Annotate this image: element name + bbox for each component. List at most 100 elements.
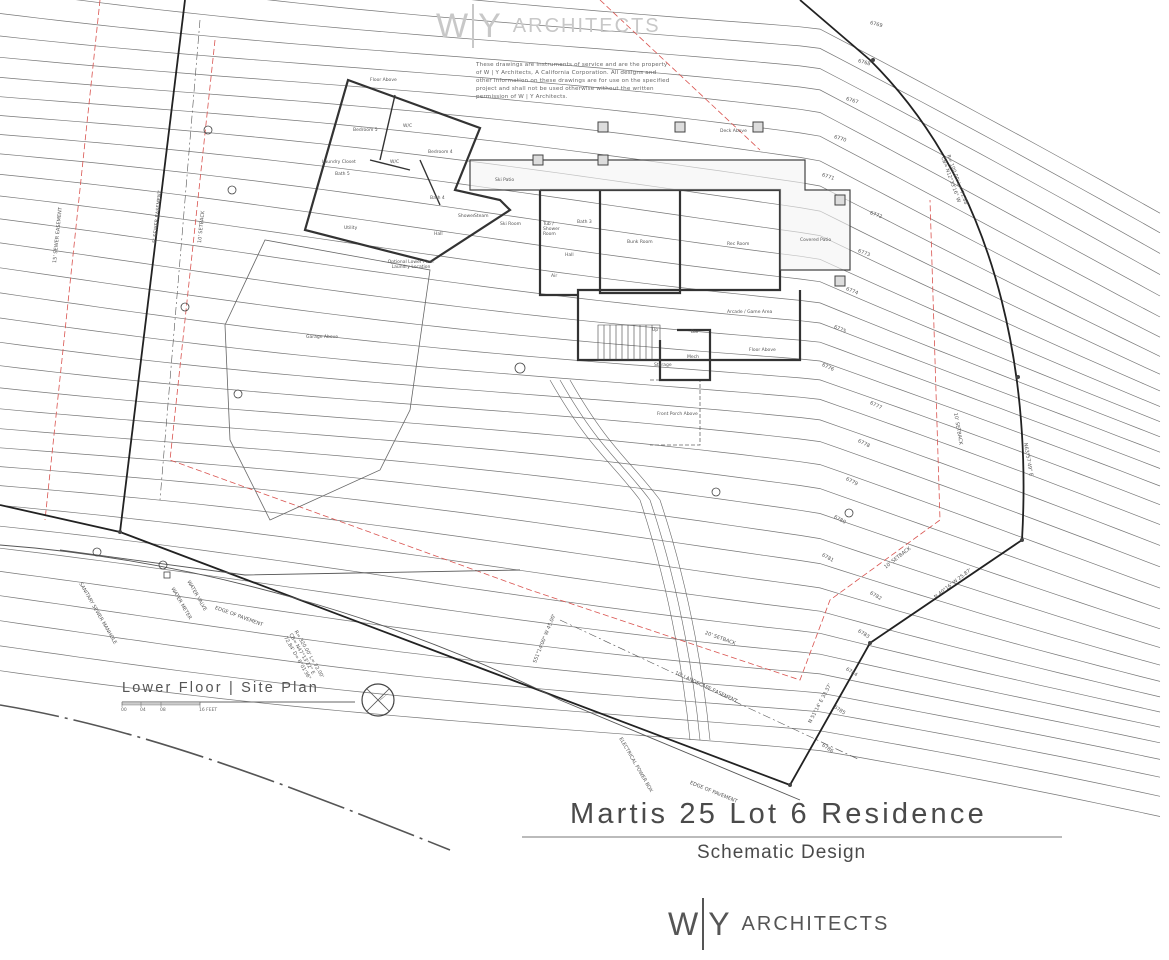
contour-line bbox=[471, 0, 1161, 214]
contour-line bbox=[0, 153, 1161, 407]
logo-letter-y: Y bbox=[708, 905, 730, 942]
contour-line bbox=[75, 0, 1161, 254]
topographic-contours bbox=[0, 0, 1161, 817]
room-label: Bunk Room bbox=[627, 240, 653, 245]
room-label: Bath 4 bbox=[430, 196, 445, 201]
project-phase: Schematic Design bbox=[697, 842, 867, 863]
contour-line bbox=[0, 620, 1161, 778]
garage-above-outline bbox=[224, 239, 701, 521]
plan-title: Lower Floor | Site Plan bbox=[122, 680, 320, 696]
room-label: Utility bbox=[344, 226, 358, 231]
contour-line bbox=[0, 408, 1161, 610]
project-title: Martis 25 Lot 6 Residence bbox=[570, 798, 987, 830]
room-label: Optional Lower Floor Laundry Location bbox=[387, 260, 435, 270]
contour-line bbox=[0, 365, 1161, 568]
contour-line bbox=[0, 525, 1161, 713]
room-label: Steam bbox=[474, 214, 489, 219]
scale-tick-label: 00 bbox=[121, 708, 127, 713]
contour-line bbox=[0, 466, 1161, 666]
contour-line bbox=[0, 77, 1161, 338]
logo-divider bbox=[702, 898, 705, 950]
easement-lines bbox=[159, 19, 861, 761]
room-label: W/C bbox=[403, 124, 413, 129]
contour-line bbox=[266, 0, 1161, 234]
room-label: Rec Room bbox=[727, 242, 750, 247]
disclaimer-text: These drawings are instruments of servic… bbox=[476, 62, 670, 100]
room-label: Hall bbox=[565, 253, 574, 258]
contour-line bbox=[0, 317, 1161, 525]
setback-sewer-15 bbox=[44, 0, 101, 521]
contour-line bbox=[0, 218, 1161, 453]
firm-logo: W Y ARCHITECTS bbox=[668, 898, 889, 950]
setback-top bbox=[599, 0, 761, 151]
contour-line bbox=[0, 571, 1161, 744]
room-label: Shower bbox=[458, 214, 475, 219]
room-label: Bedroom 5 bbox=[353, 128, 378, 133]
property-line-right bbox=[789, 0, 1025, 786]
room-label: Hall bbox=[434, 232, 443, 237]
contour-line bbox=[0, 670, 1161, 817]
columns bbox=[532, 121, 846, 287]
contour-line bbox=[0, 428, 1161, 630]
room-label: Bar bbox=[691, 330, 699, 335]
patio-outline bbox=[469, 159, 851, 271]
contour-line bbox=[0, 242, 1161, 469]
logo-letter-w: W bbox=[668, 905, 699, 942]
room-label: Garage Above bbox=[306, 335, 339, 340]
contour-line bbox=[0, 547, 1161, 728]
room-label: Mech bbox=[687, 355, 699, 360]
contour-line bbox=[0, 267, 1161, 487]
logo-divider bbox=[472, 4, 475, 48]
contour-line bbox=[0, 35, 1161, 297]
room-label: Deck Above bbox=[720, 129, 747, 134]
logo-letter-y: Y bbox=[478, 6, 501, 45]
utility-markers bbox=[92, 125, 854, 579]
watermark-logo: W Y ARCHITECTS bbox=[436, 4, 661, 48]
contour-line bbox=[0, 485, 1161, 682]
room-label: Front Porch Above bbox=[657, 412, 698, 417]
property-line-left bbox=[119, 0, 186, 533]
scale-tick-label: 16 FEET bbox=[199, 708, 218, 713]
bedroom-wing-walls bbox=[303, 78, 512, 264]
room-label: Ski Room bbox=[500, 222, 521, 227]
stair bbox=[597, 324, 661, 361]
room-label: Ski Patio bbox=[495, 178, 515, 183]
logo-firm-name: ARCHITECTS bbox=[741, 912, 890, 935]
contour-line bbox=[0, 13, 1161, 275]
room-label: Bath 5 bbox=[335, 172, 350, 177]
room-label: Bath 3 bbox=[577, 220, 592, 225]
scale-tick-label: 04 bbox=[140, 708, 146, 713]
room-label: Floor Above bbox=[370, 78, 397, 83]
contour-line bbox=[0, 56, 1161, 318]
north-arrow-icon bbox=[361, 683, 395, 717]
logo-letter-w: W bbox=[436, 6, 469, 45]
room-label: Arcade / Game Area bbox=[727, 310, 773, 315]
property-line-front bbox=[0, 504, 791, 786]
room-label: Bedroom 4 bbox=[428, 150, 453, 155]
room-label: Covered Patio bbox=[800, 238, 832, 243]
setback-lines bbox=[44, 0, 941, 681]
contour-line bbox=[0, 174, 1161, 423]
contour-line bbox=[0, 447, 1161, 648]
room-label: Storage bbox=[654, 363, 672, 368]
scale-bar bbox=[121, 701, 355, 707]
scale-tick-label: 08 bbox=[160, 708, 166, 713]
room-label: Up bbox=[652, 328, 659, 333]
contour-line bbox=[0, 134, 1161, 392]
contour-line bbox=[0, 96, 1161, 357]
room-label: W/C bbox=[390, 160, 400, 165]
contour-line bbox=[0, 341, 1161, 546]
road-edges bbox=[0, 544, 801, 851]
room-label: Tub / Shower Room bbox=[543, 222, 560, 237]
contour-line bbox=[0, 595, 1161, 760]
contour-line bbox=[0, 645, 1161, 797]
contour-line bbox=[0, 195, 1161, 438]
contour-line bbox=[0, 505, 1161, 698]
logo-firm-name: ARCHITECTS bbox=[512, 14, 661, 37]
room-label: Air bbox=[551, 274, 558, 279]
walkway bbox=[549, 379, 711, 741]
survey-points bbox=[118, 58, 1024, 787]
setback-left bbox=[169, 39, 941, 681]
contour-line bbox=[0, 387, 1161, 589]
